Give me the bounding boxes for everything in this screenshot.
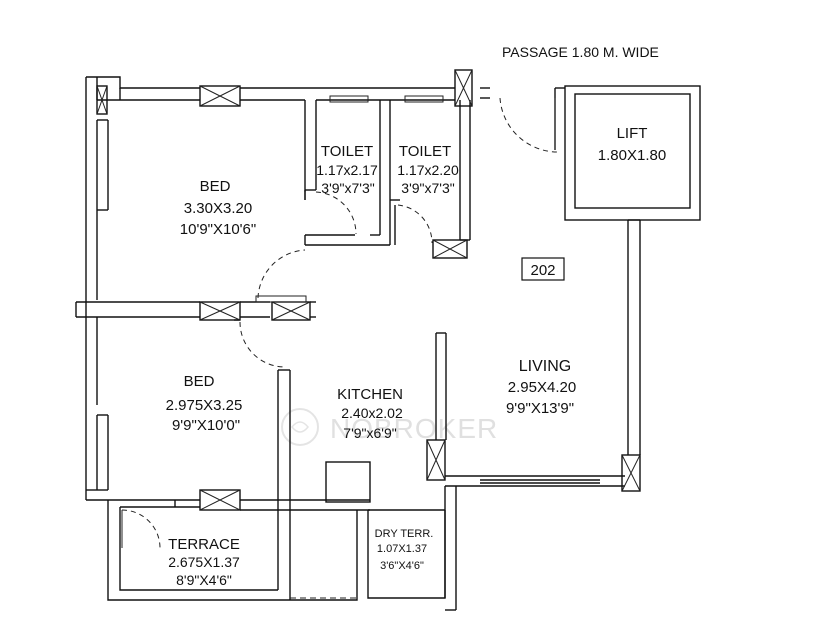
outer-walls <box>85 76 641 611</box>
bed1-size-ft: 10'9"X10'6" <box>180 221 256 238</box>
bed1-label: BED 3.30X3.20 10'9"X10'6" <box>180 178 256 238</box>
window-top-bed <box>199 85 241 107</box>
kitchen-name: KITCHEN <box>337 386 403 403</box>
dry-terrace-label: DRY TERR. 1.07X1.37 3'6"X4'6" <box>375 528 434 572</box>
lift-size: 1.80X1.80 <box>598 147 666 164</box>
toilet1-label: TOILET 1.17x2.17 3'9"x7'3" <box>316 143 378 196</box>
window-entrance-post <box>454 69 473 107</box>
kitchen-label: KITCHEN 2.40x2.02 7'9"x6'9" <box>337 386 403 441</box>
bed2-size-ft: 9'9"X10'0" <box>172 417 240 434</box>
passage-label: PASSAGE 1.80 M. WIDE <box>502 44 659 60</box>
living-size-m: 2.95X4.20 <box>508 379 576 396</box>
bed2-label: BED 2.975X3.25 9'9"X10'0" <box>166 373 243 434</box>
window-bed-partition-2 <box>271 301 311 321</box>
window-kitchen-post <box>426 439 446 481</box>
toilet2-size-m: 1.17x2.20 <box>397 162 459 178</box>
window-top-toilet1 <box>329 95 369 103</box>
dry-terrace-name: DRY TERR. <box>375 528 434 540</box>
watermark: NOBROKER <box>281 408 498 446</box>
living-name: LIVING <box>519 358 571 375</box>
lift-label: LIFT 1.80X1.80 <box>598 125 666 164</box>
unit-number: 202 <box>530 262 555 279</box>
unit-number-badge: 202 <box>521 257 565 281</box>
kitchen-size-m: 2.40x2.02 <box>341 405 403 421</box>
terrace-size-ft: 8'9"X4'6" <box>176 572 232 588</box>
terrace-name: TERRACE <box>168 536 240 553</box>
watermark-text: NOBROKER <box>330 413 498 444</box>
window-bed-partition-3 <box>255 295 307 303</box>
living-label: LIVING 2.95X4.20 9'9"X13'9" <box>506 358 576 417</box>
kitchen-size-ft: 7'9"x6'9" <box>343 425 396 441</box>
toilet2-size-ft: 3'9"x7'3" <box>401 180 454 196</box>
toilet1-size-ft: 3'9"x7'3" <box>321 180 374 196</box>
lift-name: LIFT <box>617 125 648 142</box>
dry-terrace-size-ft: 3'6"X4'6" <box>380 560 424 572</box>
window-terrace <box>199 489 241 511</box>
terrace-label: TERRACE 2.675X1.37 8'9"X4'6" <box>168 536 240 588</box>
dry-terrace-size-m: 1.07X1.37 <box>377 543 427 555</box>
door-swings <box>121 97 559 549</box>
bed1-name: BED <box>200 178 231 195</box>
toilet2-name: TOILET <box>399 143 451 160</box>
bed2-size-m: 2.975X3.25 <box>166 397 243 414</box>
window-bed-partition-1 <box>199 301 241 321</box>
window-top-toilet2 <box>404 95 444 103</box>
toilet1-size-m: 1.17x2.17 <box>316 162 378 178</box>
living-size-ft: 9'9"X13'9" <box>506 400 574 417</box>
window-living-right <box>621 454 641 492</box>
window-toilet-shaft <box>432 239 468 259</box>
windows <box>96 69 641 511</box>
toilet1-name: TOILET <box>321 143 373 160</box>
bed1-size-m: 3.30X3.20 <box>184 200 252 217</box>
bed2-name: BED <box>184 373 215 390</box>
toilet2-label: TOILET 1.17x2.20 3'9"x7'3" <box>397 143 459 196</box>
window-left-top <box>96 85 108 115</box>
terrace-size-m: 2.675X1.37 <box>168 554 240 570</box>
